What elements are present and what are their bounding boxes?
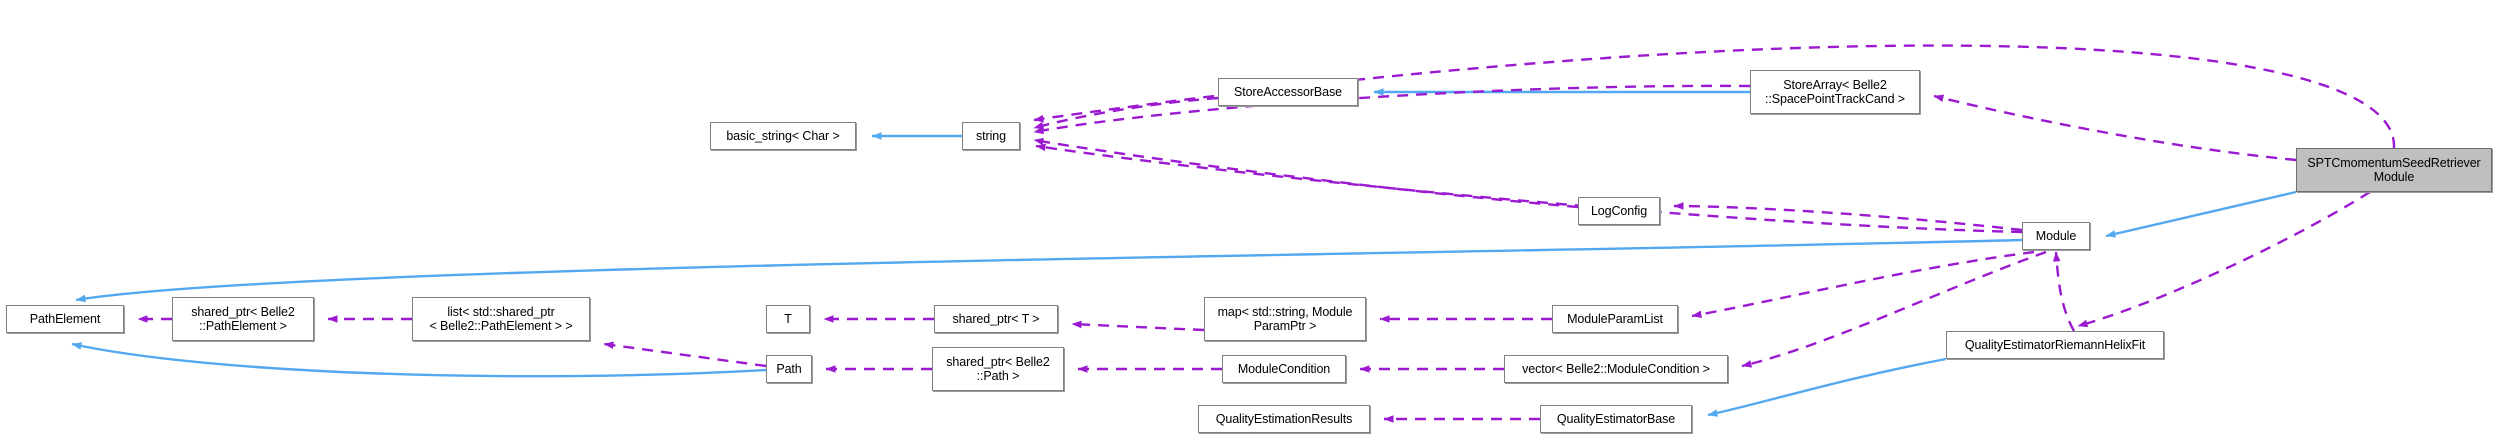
node-label: QualityEstimatorBase: [1556, 411, 1676, 426]
edge-path-list: [603, 341, 767, 368]
node-label: Module: [2035, 228, 2077, 243]
node-string[interactable]: string: [962, 122, 1020, 150]
node-sptc-momentum-seed-retriever-module[interactable]: SPTCmomentumSeedRetriever Module: [2296, 148, 2492, 192]
node-label: basic_string< Char >: [726, 128, 840, 143]
node-label: shared_ptr< T >: [952, 311, 1040, 326]
node-label: ModuleParamList: [1567, 311, 1663, 326]
node-label: T: [784, 311, 792, 326]
node-basic-string-char[interactable]: basic_string< Char >: [710, 122, 856, 150]
node-label: shared_ptr< Belle2 ::PathElement >: [191, 304, 295, 334]
edge-map-sp_t: [1071, 320, 1205, 332]
node-map-string-moduleparamptr[interactable]: map< std::string, Module ParamPtr >: [1204, 297, 1366, 341]
node-label: QualityEstimationResults: [1215, 411, 1353, 426]
node-label: SPTCmomentumSeedRetriever Module: [2307, 155, 2481, 185]
node-label: Path: [776, 361, 802, 376]
edge-module-sptcmodule: [2105, 190, 2297, 238]
node-quality-estimator-base[interactable]: QualityEstimatorBase: [1540, 405, 1692, 433]
edge-sptcmodule-string: [1033, 44, 2396, 149]
node-label: list< std::shared_ptr < Belle2::PathElem…: [429, 304, 573, 334]
node-store-accessor-base[interactable]: StoreAccessorBase: [1218, 78, 1358, 106]
edge-storeaccessorbase-string: [1033, 96, 1219, 130]
node-label: QualityEstimatorRiemannHelixFit: [1964, 337, 2146, 352]
node-shared-ptr-pathelement[interactable]: shared_ptr< Belle2 ::PathElement >: [172, 297, 314, 341]
edge-module-vectormodcond: [1741, 250, 2047, 368]
edge-pathelement-path: [71, 342, 767, 378]
node-store-array-spacepointtrackcand[interactable]: StoreArray< Belle2 ::SpacePointTrackCand…: [1750, 70, 1920, 114]
edge-module-logconfig: [1673, 202, 2023, 232]
node-label: StoreAccessorBase: [1233, 84, 1343, 99]
node-vector-module-condition[interactable]: vector< Belle2::ModuleCondition >: [1504, 355, 1728, 383]
node-label: string: [976, 128, 1006, 143]
edge-helixfit-module: [2052, 251, 2076, 332]
edge-qualityestbase-helixfit: [1707, 357, 1947, 417]
node-quality-estimator-riemann-helix-fit[interactable]: QualityEstimatorRiemannHelixFit: [1946, 331, 2164, 359]
node-module-condition[interactable]: ModuleCondition: [1222, 355, 1346, 383]
node-quality-estimation-results[interactable]: QualityEstimationResults: [1198, 405, 1370, 433]
node-label: map< std::string, Module ParamPtr >: [1217, 304, 1353, 334]
edge-pathelement-module: [75, 238, 2023, 303]
inheritance-edges: [71, 88, 2297, 417]
usage-edges: [137, 44, 2396, 423]
edge-sptcmodule-storearray: [1933, 94, 2297, 162]
node-shared-ptr-path[interactable]: shared_ptr< Belle2 ::Path >: [932, 347, 1064, 391]
edge-module-modparamlist: [1691, 250, 2035, 319]
node-log-config[interactable]: LogConfig: [1578, 197, 1660, 225]
node-label: ModuleCondition: [1237, 361, 1331, 376]
node-list-shared-ptr-pathelement[interactable]: list< std::shared_ptr < Belle2::PathElem…: [412, 297, 590, 341]
node-module[interactable]: Module: [2022, 222, 2090, 250]
node-module-param-list[interactable]: ModuleParamList: [1552, 305, 1678, 333]
node-label: StoreArray< Belle2 ::SpacePointTrackCand…: [1764, 77, 1906, 107]
node-label: PathElement: [29, 311, 101, 326]
edge-module-string: [1035, 143, 2023, 234]
edge-sptcmodule-helixfit: [2077, 190, 2371, 328]
node-path[interactable]: Path: [766, 355, 812, 383]
node-label: vector< Belle2::ModuleCondition >: [1522, 361, 1710, 376]
node-shared-ptr-t[interactable]: shared_ptr< T >: [934, 305, 1058, 333]
node-label: LogConfig: [1590, 203, 1648, 218]
node-t[interactable]: T: [766, 305, 810, 333]
node-label: shared_ptr< Belle2 ::Path >: [946, 354, 1050, 384]
edge-logconfig-string: [1033, 137, 1579, 209]
node-path-element[interactable]: PathElement: [6, 305, 124, 333]
